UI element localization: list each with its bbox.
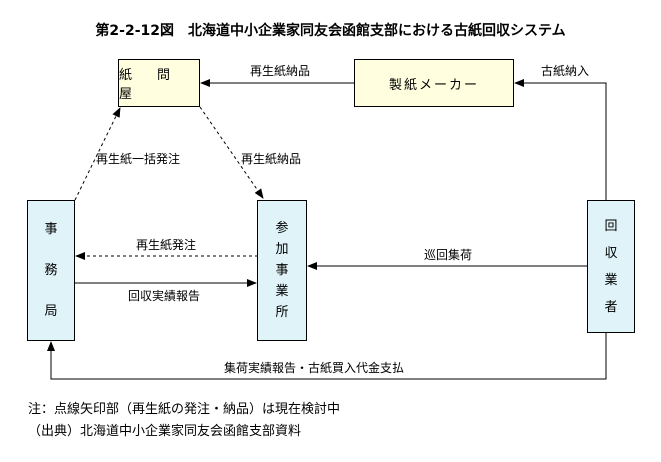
manufacturer-label: 製紙メーカー <box>388 77 479 93</box>
participants-char: 加 <box>275 242 289 257</box>
participants-char: 参 <box>275 221 289 236</box>
label-payment: 集荷実績報告・古紙買入代金支払 <box>224 361 405 375</box>
footnote: 注：点線矢印部（再生紙の発注・納品）は現在検討中 <box>28 402 341 417</box>
participants-char: 事 <box>275 263 289 278</box>
label-collection-report: 回収実績報告 <box>128 289 201 303</box>
arrow-wholesaler-to-participants <box>199 106 264 199</box>
label-waste-paper-delivery: 古紙納入 <box>541 64 590 78</box>
label-recycled-order: 再生紙発注 <box>136 238 197 252</box>
secretariat-char: 局 <box>44 304 58 319</box>
source-note: （出典）北海道中小企業家同友会函館支部資料 <box>28 424 302 439</box>
participants-char: 業 <box>275 284 289 299</box>
collector-char: 収 <box>604 245 618 261</box>
participants-char: 所 <box>275 305 289 320</box>
collector-char: 回 <box>604 218 618 234</box>
arrow-collector-to-secretariat <box>47 333 607 380</box>
secretariat-char: 事 <box>44 222 58 237</box>
label-recycled-delivery-top: 再生紙納品 <box>250 64 311 78</box>
collector-char: 者 <box>604 299 618 315</box>
wholesaler-label: 紙 問 屋 <box>119 68 196 102</box>
label-patrol-collection: 巡回集荷 <box>424 248 473 262</box>
secretariat-box: 事 務 局 <box>27 200 75 341</box>
manufacturer-box: 製紙メーカー <box>354 59 514 107</box>
arrow-collector-to-maker <box>514 79 607 200</box>
arrow-secretariat-to-wholesaler <box>74 107 121 201</box>
wholesaler-box: 紙 問 屋 <box>118 59 200 107</box>
collector-box: 回 収 業 者 <box>587 200 635 333</box>
label-recycled-delivery-diag: 再生紙納品 <box>241 152 302 166</box>
label-bulk-order: 再生紙一括発注 <box>96 152 181 166</box>
collector-char: 業 <box>604 272 618 288</box>
participants-box: 参 加 事 業 所 <box>257 200 307 341</box>
secretariat-char: 務 <box>44 263 58 278</box>
diagram-title: 第2-2-12図 北海道中小企業家同友会函館支部における古紙回収システム <box>95 23 566 39</box>
